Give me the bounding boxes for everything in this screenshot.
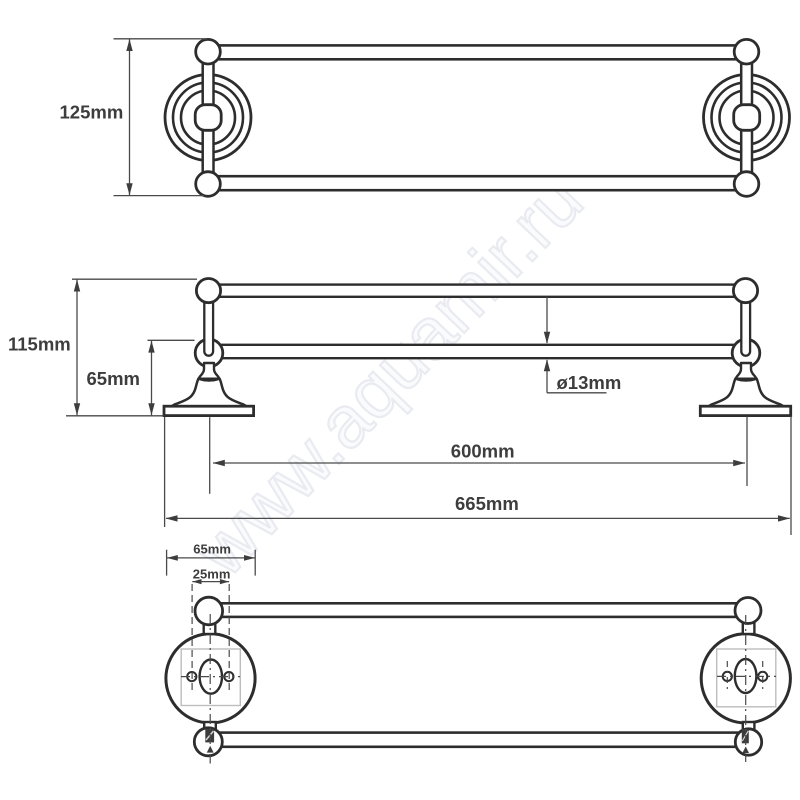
svg-text:600mm: 600mm xyxy=(451,441,515,462)
svg-text:25mm: 25mm xyxy=(193,566,231,581)
svg-text:ø13mm: ø13mm xyxy=(557,372,622,393)
svg-text:65mm: 65mm xyxy=(193,541,231,556)
svg-text:125mm: 125mm xyxy=(60,102,124,123)
svg-text:65mm: 65mm xyxy=(87,368,140,389)
svg-text:665mm: 665mm xyxy=(455,493,519,514)
svg-text:115mm: 115mm xyxy=(8,334,71,355)
